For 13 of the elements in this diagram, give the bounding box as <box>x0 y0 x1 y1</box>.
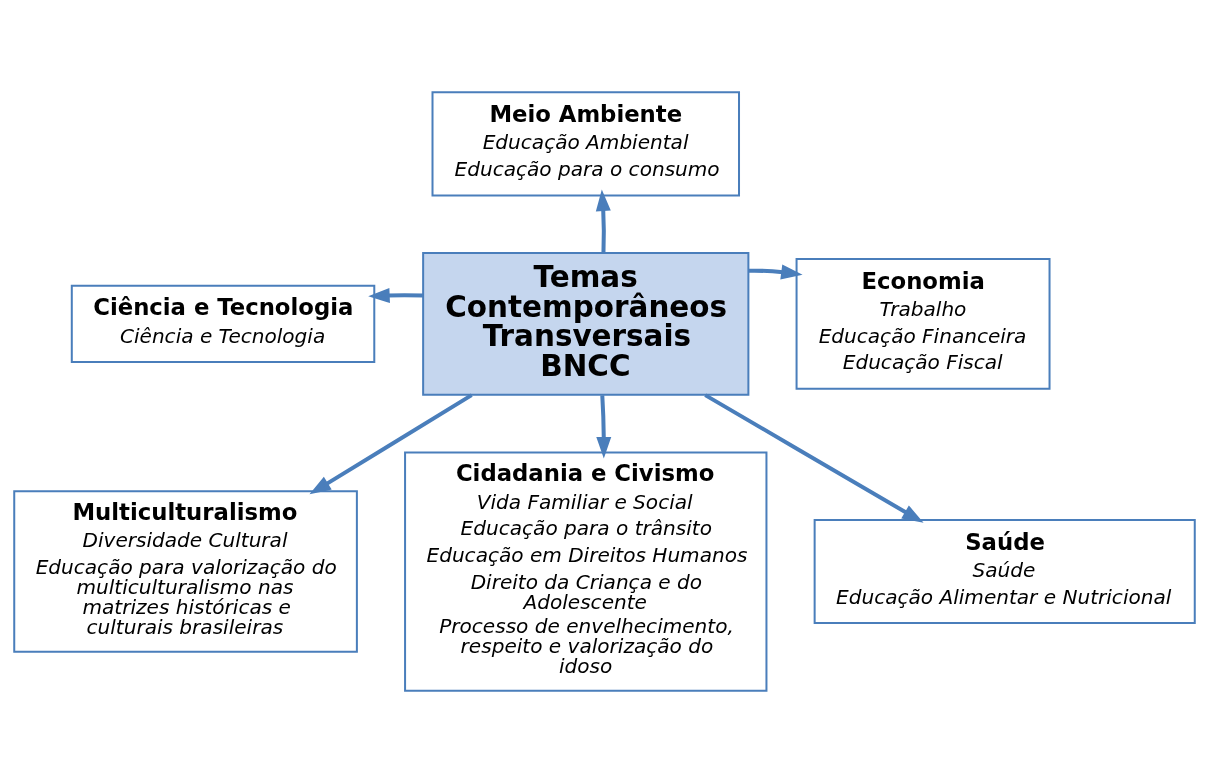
node-box: Temas Contemporâneos Transversais BNCC <box>422 251 750 396</box>
arrow <box>748 264 803 279</box>
arrow <box>595 189 611 253</box>
node-box: Multiculturalismo Diversidade Cultural Educação para valorização do multiculturalismo nas matrizes históricas e culturais brasileiras <box>13 489 358 653</box>
node-box: Economia Trabalho Educação Financeira Educação Fiscal <box>795 257 1051 390</box>
arrow <box>368 287 424 303</box>
arrow <box>309 392 473 494</box>
node-box: Cidadania e Civismo Vida Familiar e Social Educação para o trânsito Educação em Direitos Humanos Direito da Criança e do Adolescente Processo de envelhecimento, respeito e valorização do idoso <box>404 450 768 692</box>
node-box: Saúde Saúde Educação Alimentar e Nutricional <box>813 518 1196 624</box>
arrow <box>596 394 612 458</box>
node-box: Meio Ambiente Educação Ambiental Educação para o consumo <box>431 90 741 196</box>
node-box: Ciência e Tecnologia Ciência e Tecnologia <box>70 284 376 363</box>
arrow <box>704 392 924 523</box>
